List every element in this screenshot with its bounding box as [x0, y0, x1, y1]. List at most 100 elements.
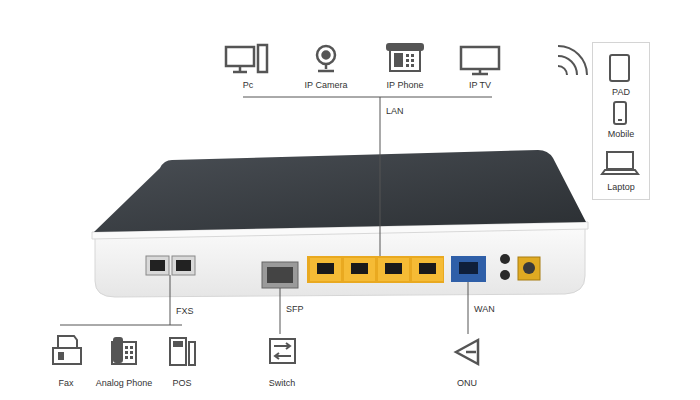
ip-phone-icon-part-part [411, 54, 414, 57]
wifi-icon-part [558, 46, 587, 75]
switch-icon-part [270, 339, 295, 363]
analog-phone-icon-part [125, 346, 133, 359]
wan-port [451, 256, 486, 282]
device-label: IP Phone [386, 80, 425, 91]
buttons-part [500, 270, 510, 280]
device-label: Laptop [606, 182, 636, 193]
device-label: Fax [57, 378, 74, 389]
analog-phone-icon-part-part [125, 351, 128, 354]
port-label: FXS [175, 306, 195, 317]
lan-ports-part [385, 263, 402, 274]
analog-phone-icon-part-part [130, 356, 133, 359]
tv-icon [461, 47, 499, 74]
analog-phone-icon-part-part [125, 356, 128, 359]
lan-ports-part [419, 263, 436, 274]
router-part [94, 150, 586, 232]
lan-ports-part [317, 263, 334, 274]
ip-phone-icon-part-part [411, 64, 414, 67]
leader-lines-part [380, 97, 381, 256]
tv-icon-part [472, 69, 488, 74]
fxs-ports-part [172, 256, 195, 275]
onu-icon [456, 340, 478, 364]
ip-phone-icon-part-part [411, 59, 414, 62]
power-port-part [523, 262, 535, 274]
pad-icon-part [610, 55, 629, 81]
mobile-icon-part [618, 119, 622, 121]
device-label: IP TV [468, 80, 492, 91]
lan-ports-part [412, 258, 443, 281]
leader-lines-part [280, 288, 281, 334]
ip-phone-icon-part-part [406, 54, 409, 57]
lan-ports-part [344, 258, 375, 281]
pc-icon-part [258, 45, 267, 72]
ip-phone-icon-part [387, 44, 423, 50]
onu-icon-part [466, 351, 476, 354]
leader-lines-part [243, 97, 492, 98]
device-label: Analog Phone [95, 378, 154, 389]
pad-icon [610, 55, 629, 81]
device-label: Pc [242, 80, 255, 91]
leader-lines-part [170, 275, 171, 325]
fax-icon-part [53, 348, 81, 364]
wifi-icon-part [558, 66, 567, 75]
camera-icon [317, 46, 335, 71]
wan-port-part [459, 262, 478, 274]
mobile-icon-part [614, 102, 626, 124]
pos-icon [170, 338, 195, 365]
analog-phone-icon-part [114, 338, 122, 362]
lan-ports-part [378, 258, 409, 281]
port-label: SFP [285, 304, 305, 315]
ip-phone-icon-part [394, 53, 403, 67]
analog-phone-icon-part-part [130, 346, 133, 349]
laptop-icon [602, 152, 638, 174]
device-label: Switch [268, 378, 297, 389]
router [92, 150, 588, 297]
fax-icon [53, 336, 81, 364]
ip-phone-icon-part-part [406, 64, 409, 67]
ip-phone-icon-part [406, 54, 414, 67]
power-port-part [518, 257, 540, 280]
switch-icon [270, 339, 295, 363]
pos-icon-part [189, 342, 195, 365]
camera-icon-part [318, 64, 334, 71]
analog-phone-icon-part-part [125, 346, 128, 349]
port-label: LAN [385, 106, 405, 117]
sfp-port-part [262, 262, 298, 288]
leader-lines-part [468, 282, 469, 334]
device-label: IP Camera [304, 80, 349, 91]
mobile-icon [614, 102, 626, 124]
pc-icon-part [226, 47, 254, 66]
wireless-panel: PAD MobileLaptop [592, 42, 650, 200]
device-label: Mobile [607, 129, 636, 140]
analog-phone-icon-part-part [130, 351, 133, 354]
analog-phone-icon [112, 338, 136, 364]
laptop-icon-part [602, 170, 638, 174]
pc-icon [226, 45, 267, 72]
wifi-icon-part [558, 56, 577, 75]
device-label: POS [171, 378, 192, 389]
buttons [500, 254, 510, 280]
fxs-ports-part [146, 256, 169, 275]
leader-lines-part [60, 325, 182, 326]
fxs-ports [146, 256, 195, 275]
camera-icon-part [317, 46, 335, 64]
laptop-icon-part [607, 152, 633, 169]
onu-icon-part [456, 340, 478, 364]
device-label: PAD [611, 87, 631, 98]
wan-port-part [451, 256, 486, 282]
camera-icon-part [323, 52, 330, 59]
fxs-ports-part [150, 260, 165, 271]
lan-ports-part [351, 263, 368, 274]
buttons-part [500, 254, 510, 264]
pos-icon-part [170, 338, 186, 365]
leader-lines [60, 97, 492, 334]
fax-icon-part [58, 352, 64, 360]
lan-ports-part [307, 256, 444, 283]
tv-icon-part [461, 47, 499, 69]
wifi-icon [558, 46, 587, 75]
sfp-port [262, 262, 298, 288]
pc-icon-part [233, 66, 247, 72]
fax-icon-part [58, 336, 77, 348]
fxs-ports-part [176, 260, 191, 271]
